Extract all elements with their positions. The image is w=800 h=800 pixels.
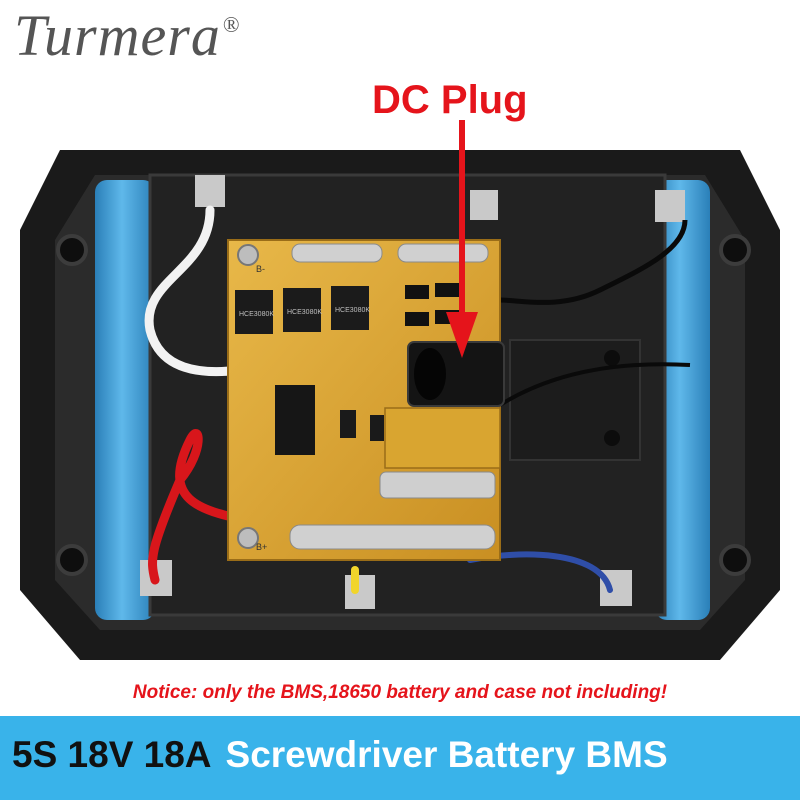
pcb-screw — [237, 527, 259, 549]
smd-part — [370, 415, 384, 441]
banner-text: 5S 18V 18A Screwdriver Battery BMS — [12, 734, 668, 776]
mosfet-label: HCE3080K — [239, 311, 274, 318]
red-wire — [148, 429, 250, 585]
product-photo: HCE3080K HCE3080K HCE3080K B- B+ — [20, 120, 780, 660]
smd-part — [340, 410, 356, 438]
mount-hole — [719, 544, 751, 576]
nickel-tab — [195, 175, 225, 207]
notice-text: Notice: only the BMS,18650 battery and c… — [132, 682, 668, 703]
solder-pad — [379, 471, 496, 499]
solder-pad — [397, 243, 489, 263]
solder-pad — [291, 243, 383, 263]
mount-hole — [56, 544, 88, 576]
black-wire — [499, 219, 688, 305]
pcb-label: B- — [256, 264, 265, 274]
dc-plug-callout: DC Plug — [372, 78, 528, 122]
cell-holder-recess — [509, 339, 641, 461]
registered-mark: ® — [222, 12, 241, 37]
pcb-screw — [237, 244, 259, 266]
screw-hole — [604, 430, 620, 446]
dc-plug-opening — [414, 348, 446, 400]
ic-chip — [275, 385, 315, 455]
mount-hole — [719, 234, 751, 266]
resistor — [405, 285, 429, 299]
sub-board — [384, 407, 501, 469]
nickel-tab — [655, 190, 685, 222]
banner-product: Screwdriver Battery BMS — [225, 734, 668, 775]
brand-name: Turmera — [14, 3, 221, 68]
mosfet — [283, 288, 321, 332]
nickel-tab — [345, 575, 375, 609]
white-wire — [144, 205, 245, 377]
title-banner: 5S 18V 18A Screwdriver Battery BMS — [0, 716, 800, 800]
nickel-tab — [470, 190, 498, 220]
solder-pad — [289, 524, 496, 550]
banner-spec: 5S 18V 18A — [12, 734, 212, 775]
callout-arrow-head — [446, 312, 478, 358]
battery-cell — [655, 180, 710, 620]
brand-logo: Turmera® — [14, 2, 241, 69]
mosfet — [331, 286, 369, 330]
mosfet-label: HCE3080K — [335, 307, 370, 314]
resistor — [405, 312, 429, 326]
pcb-label: B+ — [256, 542, 267, 552]
mount-hole — [56, 234, 88, 266]
screw-hole — [604, 350, 620, 366]
battery-cell — [95, 180, 155, 620]
resistor — [435, 283, 459, 297]
mosfet-label: HCE3080K — [287, 309, 322, 316]
mosfet — [235, 290, 273, 334]
black-wire — [498, 362, 691, 407]
